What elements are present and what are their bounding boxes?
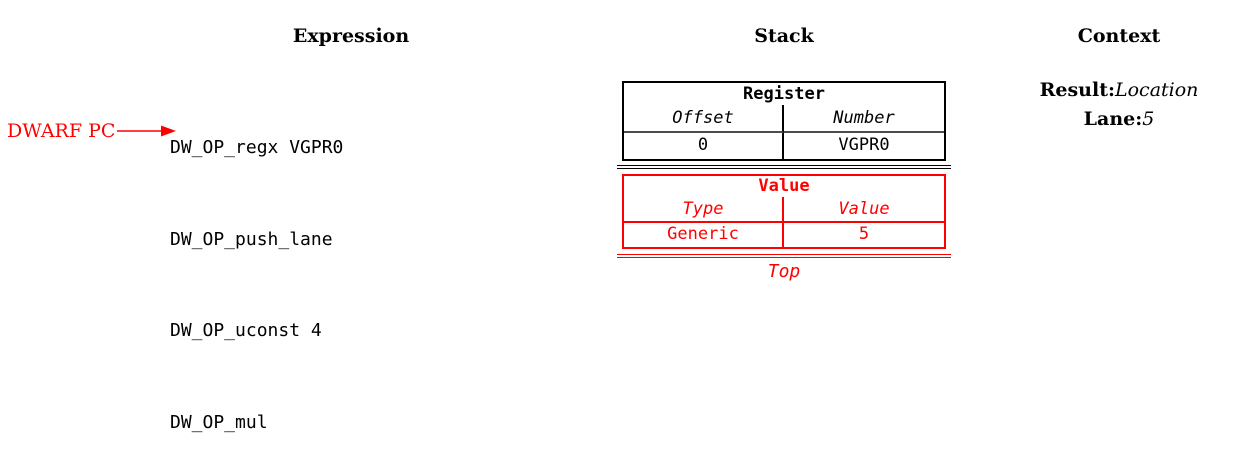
expression-column-header: Expression	[292, 25, 410, 47]
stack-entry-register-table: Register Offset Number 0 VGPR0	[622, 81, 946, 161]
value-table-grid: Type Value Generic 5	[624, 197, 944, 247]
context-result-line: Result:Location	[1040, 79, 1199, 102]
value-table-title: Value	[758, 176, 810, 196]
stack-column-header: Stack	[754, 25, 814, 47]
opcode-item: DW_OP_push_lane	[170, 228, 333, 250]
opcode-item-current: DW_OP_uconst 4	[170, 320, 322, 341]
value-table-double-rule	[617, 254, 951, 258]
dwarf-pc-label: DWARF PC	[7, 120, 116, 142]
register-column-header-offset: Offset	[624, 105, 784, 133]
dwarf-pc-pointer: DWARF PC	[7, 120, 177, 142]
stack-top-label: Top	[767, 261, 801, 282]
register-offset-value: 0	[624, 133, 784, 159]
lane-value: 5	[1142, 108, 1155, 130]
context-lane-line: Lane:5	[1084, 108, 1155, 131]
register-table-grid: Offset Number 0 VGPR0	[624, 105, 944, 159]
stack-entry-value-table: Value Type Value Generic 5	[622, 174, 946, 249]
value-type-value: Generic	[624, 223, 784, 247]
result-value: Location	[1114, 79, 1199, 101]
register-column-header-number: Number	[784, 105, 944, 133]
opcode-item: DW_OP_mul	[170, 411, 268, 433]
register-table-title: Register	[743, 84, 825, 104]
opcode-item: DW_OP_regx VGPR0	[170, 137, 344, 158]
expression-opcode-list: DW_OP_regx VGPR0 DW_OP_push_lane DW_OP_u…	[170, 72, 343, 468]
lane-label: Lane:	[1083, 108, 1143, 130]
right-arrow-icon	[117, 125, 177, 137]
value-value-value: 5	[858, 224, 870, 244]
register-table-double-rule	[617, 165, 951, 169]
register-number-value: VGPR0	[838, 135, 890, 155]
value-column-header-type: Type	[624, 197, 784, 223]
context-column-header: Context	[1077, 25, 1161, 47]
result-label: Result:	[1039, 79, 1115, 101]
value-column-header-value: Value	[784, 197, 944, 223]
